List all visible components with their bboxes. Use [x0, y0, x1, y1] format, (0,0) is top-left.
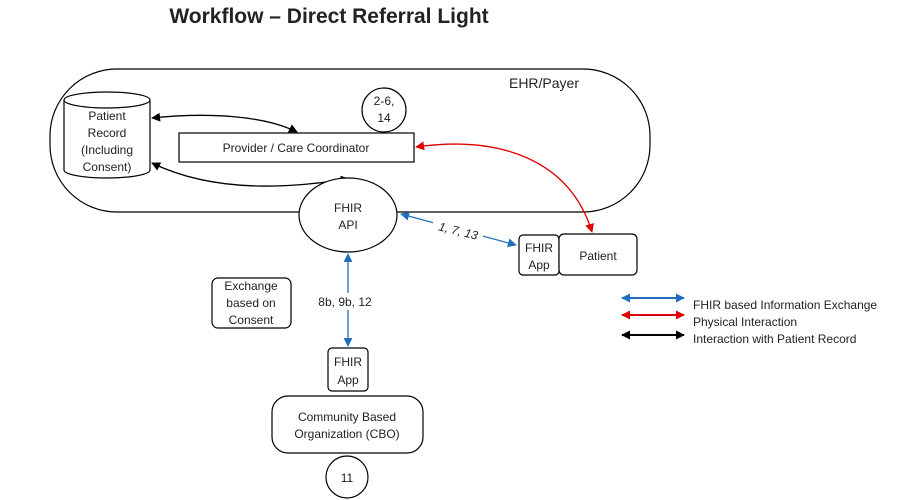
- svg-text:Provider / Care Coordinator: Provider / Care Coordinator: [223, 141, 370, 155]
- svg-text:Exchange: Exchange: [224, 279, 278, 293]
- svg-text:Consent: Consent: [229, 313, 274, 327]
- svg-text:2-6,: 2-6,: [374, 94, 395, 108]
- svg-text:Organization (CBO): Organization (CBO): [294, 427, 399, 441]
- exchange-consent-note: Exchange based on Consent: [211, 277, 292, 329]
- legend: FHIR based Information Exchange Physical…: [621, 293, 877, 346]
- provider-care-coordinator-box: Provider / Care Coordinator: [178, 132, 415, 163]
- patient-record-database: Patient Record (Including Consent): [63, 91, 151, 179]
- svg-text:14: 14: [377, 111, 391, 125]
- patient-fhir-app-box: FHIR App: [518, 234, 560, 276]
- svg-text:11: 11: [341, 471, 354, 485]
- patient-record-line: Patient: [88, 109, 126, 123]
- cbo-box: Community Based Organization (CBO): [271, 395, 424, 454]
- svg-text:Patient: Patient: [579, 249, 617, 263]
- record-provider-arrow: [151, 112, 298, 133]
- legend-fhir-label: FHIR based Information Exchange: [693, 298, 877, 312]
- svg-text:FHIR: FHIR: [525, 241, 553, 255]
- patient-record-line: (Including: [81, 143, 133, 157]
- patient-box: Patient: [558, 233, 638, 276]
- svg-text:App: App: [337, 373, 359, 387]
- edge-label-8b-9b-12: 8b, 9b, 12: [318, 295, 372, 309]
- svg-text:FHIR: FHIR: [334, 201, 362, 215]
- svg-text:Community Based: Community Based: [298, 410, 396, 424]
- patient-record-line: Record: [88, 126, 127, 140]
- cbo-fhir-app-box: FHIR App: [327, 347, 369, 392]
- svg-text:API: API: [338, 218, 357, 232]
- page-title: Workflow – Direct Referral Light: [169, 5, 488, 28]
- patient-record-line: Consent): [83, 160, 132, 174]
- provider-patient-arrow: [415, 141, 594, 233]
- edge-label-bg: [433, 222, 483, 239]
- svg-text:based on: based on: [226, 296, 275, 310]
- svg-text:FHIR: FHIR: [334, 355, 362, 369]
- svg-text:App: App: [528, 258, 550, 272]
- legend-physical-label: Physical Interaction: [693, 315, 797, 329]
- step-circle-2-6-14: 2-6, 14: [361, 87, 407, 133]
- ehr-payer-label: EHR/Payer: [509, 75, 579, 91]
- edge-label-bg: [312, 293, 378, 310]
- step-circle-11: 11: [325, 455, 369, 499]
- legend-record-label: Interaction with Patient Record: [693, 332, 856, 346]
- fhir-api-node: FHIR API: [298, 177, 398, 253]
